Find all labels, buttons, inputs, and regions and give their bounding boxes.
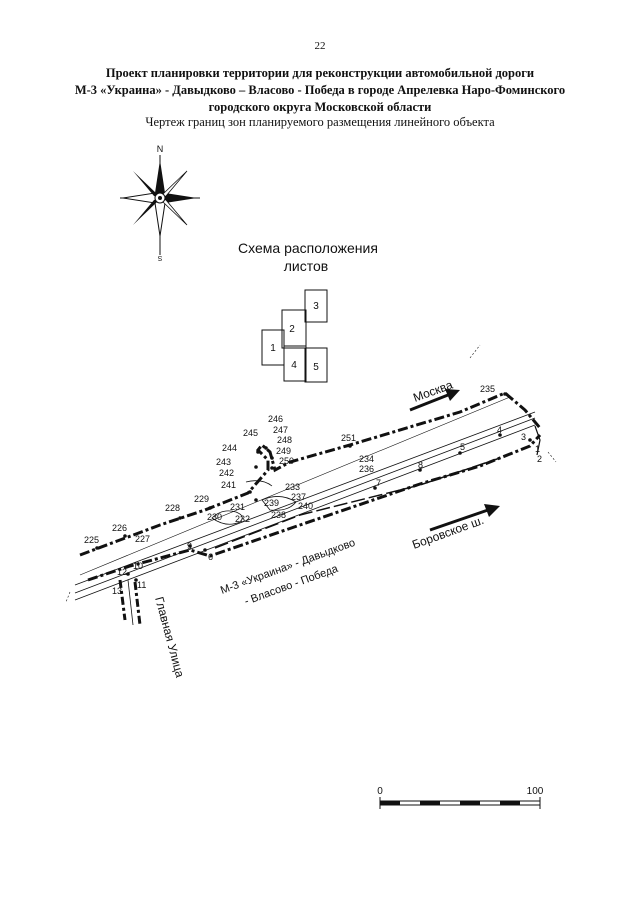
point-label-242: 242 (219, 468, 234, 478)
point-label-248: 248 (277, 435, 292, 445)
point-label-237: 237 (291, 492, 306, 502)
scale-bar: 0 100 (377, 786, 544, 809)
arrow-borovskoe-icon (484, 504, 500, 517)
sheet-2-label: 2 (289, 324, 295, 335)
point-label-234: 234 (359, 454, 374, 464)
sheet-scheme-title: Схема расположения (238, 240, 378, 256)
point-label-250: 250 (279, 456, 294, 466)
point-label-240: 240 (298, 501, 313, 511)
point-label-7: 7 (376, 478, 381, 488)
sheet-4-box (283, 345, 307, 382)
point-label-230: 230 (207, 512, 222, 522)
point-label-2: 2 (537, 454, 542, 464)
sheet-3-box (304, 289, 328, 323)
point-label-12: 12 (117, 567, 127, 577)
point-label-13: 13 (112, 586, 122, 596)
point-label-238: 238 (271, 510, 286, 520)
title-line-3: городского округа Московской области (208, 100, 432, 114)
point-label-229: 229 (194, 494, 209, 504)
point-label-1: 1 (535, 444, 540, 454)
sheet-5-label: 5 (313, 362, 319, 373)
point-label-3: 3 (521, 432, 526, 442)
boundary-points (95, 392, 532, 582)
point-label-249: 249 (276, 446, 291, 456)
document-title: Проект планировки территории для реконст… (40, 65, 600, 116)
point-labels: 225 226 227 228 229 230 231 232 233 234 … (84, 384, 542, 596)
point-label-4: 4 (497, 425, 502, 435)
point-label-247: 247 (273, 425, 288, 435)
sheet-4-label: 4 (291, 360, 297, 371)
point-label-231: 231 (230, 502, 245, 512)
label-borovskoe: Боровское ш. (410, 513, 485, 552)
scale-bar-start: 0 (377, 786, 383, 797)
sheet-3-label: 3 (313, 301, 319, 312)
point-label-244: 244 (222, 443, 237, 453)
sheet-5-box (304, 347, 328, 383)
point-label-245: 245 (243, 428, 258, 438)
point-label-233: 233 (285, 482, 300, 492)
point-label-236: 236 (359, 464, 374, 474)
sheet-2-box (281, 309, 307, 349)
sheet-1-label: 1 (270, 343, 276, 354)
title-line-1: Проект планировки территории для реконст… (105, 66, 535, 80)
label-main-street: Главная Улица (152, 595, 187, 679)
point-label-239: 239 (264, 498, 279, 508)
point-label-6: 6 (208, 552, 213, 562)
compass-rose-icon: N S (120, 144, 200, 261)
point-label-9: 9 (187, 541, 192, 551)
sheet-scheme: Схема расположения листов 3 2 1 4 5 (238, 240, 378, 383)
point-label-10: 10 (133, 561, 143, 571)
point-label-235: 235 (480, 384, 495, 394)
page-number: 22 (314, 40, 326, 52)
road-geometry (65, 344, 557, 626)
point-label-251: 251 (341, 433, 356, 443)
document-subtitle: Чертеж границ зон планируемого размещени… (145, 115, 495, 129)
point-label-227: 227 (135, 534, 150, 544)
point-label-246: 246 (268, 414, 283, 424)
point-label-226: 226 (112, 523, 127, 533)
compass-north-label: N (157, 144, 164, 154)
point-label-232: 232 (235, 514, 250, 524)
arrow-moscow-icon (445, 389, 460, 401)
point-label-11: 11 (137, 580, 146, 590)
direction-arrows (409, 389, 500, 532)
point-label-241: 241 (221, 480, 236, 490)
title-line-2: М-3 «Украина» - Давыдково – Власово - По… (74, 83, 566, 97)
scale-bar-end: 100 (527, 786, 544, 797)
point-label-5: 5 (460, 442, 465, 452)
point-label-228: 228 (165, 503, 180, 513)
point-label-243: 243 (216, 457, 231, 467)
compass-south-label: S (157, 254, 162, 261)
point-label-8: 8 (418, 460, 423, 470)
point-label-225: 225 (84, 535, 99, 545)
sheet-scheme-subtitle: листов (284, 258, 328, 274)
